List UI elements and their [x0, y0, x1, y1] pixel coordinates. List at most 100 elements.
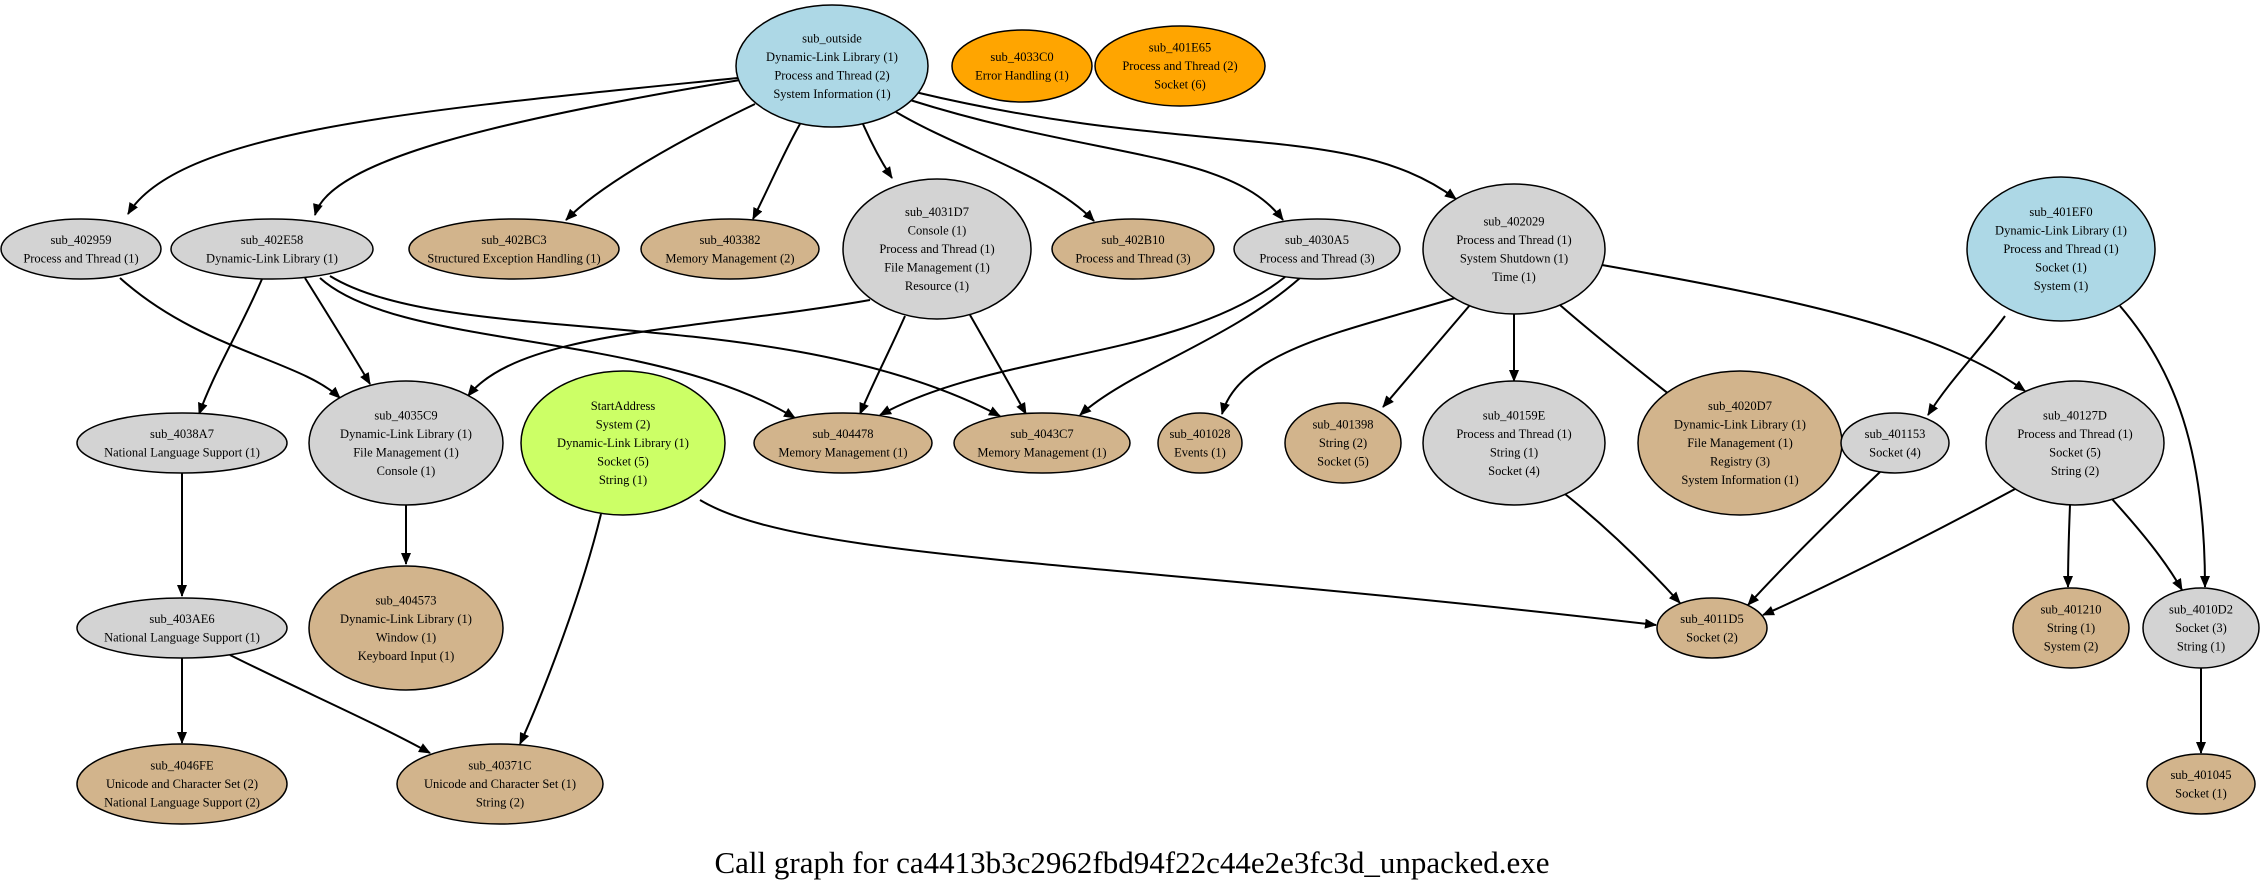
node-name: sub_4046FE — [150, 759, 214, 773]
node-name: sub_402B10 — [1101, 233, 1164, 247]
node-api-category: Dynamic-Link Library (1) — [1674, 418, 1806, 432]
edge-sub_4030A5-to-sub_404478 — [879, 276, 1286, 416]
edge-sub_402029-to-sub_401398 — [1382, 304, 1471, 408]
node-api-category: Window (1) — [376, 630, 436, 644]
node-api-category: String (1) — [599, 473, 647, 487]
node-ellipse — [1422, 183, 1606, 315]
node-ellipse — [1422, 380, 1606, 506]
node-api-category: Memory Management (1) — [977, 445, 1106, 459]
node-name: sub_401E65 — [1149, 41, 1212, 55]
node-api-category: Socket (6) — [1154, 78, 1206, 92]
node-name: sub_403AE6 — [149, 612, 214, 626]
node-ellipse — [953, 412, 1131, 474]
node-api-category: Structured Exception Handling (1) — [427, 251, 600, 265]
node-name: sub_40371C — [468, 759, 531, 773]
node-api-category: Dynamic-Link Library (1) — [340, 427, 472, 441]
edge-sub_outside-to-sub_4030A5 — [909, 99, 1284, 221]
node-api-category: Events (1) — [1174, 445, 1226, 459]
edge-sub_4030A5-to-sub_4043C7 — [1079, 277, 1301, 416]
node-api-category: Socket (2) — [1686, 630, 1738, 644]
node-api-category: Memory Management (2) — [665, 251, 794, 265]
edge-sub_401153-to-sub_4011D5 — [1747, 471, 1881, 606]
node-ellipse — [76, 597, 288, 659]
edge-sub_401EF0-to-sub_401153 — [1927, 315, 2006, 416]
node-ellipse — [76, 743, 288, 825]
node-name: sub_4035C9 — [374, 408, 437, 422]
node-api-category: String (1) — [1490, 445, 1538, 459]
node-name: sub_401028 — [1169, 427, 1230, 441]
node-api-category: String (1) — [2047, 621, 2095, 635]
node-api-category: File Management (1) — [353, 445, 459, 459]
node-name: sub_401398 — [1312, 418, 1373, 432]
node-name: sub_403382 — [699, 233, 760, 247]
node-ellipse — [1656, 597, 1768, 659]
node-ellipse — [2142, 587, 2260, 669]
edge-sub_outside-to-sub_403382 — [752, 123, 801, 220]
edge-sub_403AE6-to-sub_40371C — [229, 654, 431, 754]
node-api-category: Resource (1) — [905, 279, 969, 293]
node-api-category: Socket (5) — [597, 455, 649, 469]
node-name: sub_4010D2 — [2169, 603, 2233, 617]
node-ellipse — [76, 412, 288, 474]
node-name: sub_401153 — [1865, 427, 1926, 441]
node-name: sub_40127D — [2043, 408, 2107, 422]
edge-sub_402E58-to-sub_4043C7 — [329, 275, 1001, 417]
node-api-category: Process and Thread (3) — [1259, 251, 1374, 265]
node-ellipse — [1233, 218, 1401, 280]
edge-sub_402029-to-sub_401028 — [1220, 297, 1456, 415]
node-api-category: Socket (1) — [2175, 786, 2227, 800]
node-api-category: Dynamic-Link Library (1) — [557, 436, 689, 450]
node-api-category: Error Handling (1) — [975, 68, 1069, 82]
edge-sub_40159E-to-sub_4011D5 — [1564, 493, 1681, 604]
edge-sub_4031D7-to-sub_404478 — [859, 315, 906, 415]
node-ellipse — [1840, 412, 1950, 474]
node-name: sub_4030A5 — [1285, 233, 1349, 247]
node-api-category: Keyboard Input (1) — [358, 649, 455, 663]
node-ellipse — [308, 565, 504, 691]
edge-sub_402029-to-sub_40127D — [1601, 264, 2026, 392]
node-api-category: Unicode and Character Set (2) — [106, 777, 258, 791]
node-api-category: Socket (4) — [1869, 445, 1921, 459]
edge-StartAddress-to-sub_40371C — [519, 513, 602, 745]
edge-sub_outside-to-sub_4031D7 — [862, 123, 893, 179]
node-api-category: Dynamic-Link Library (1) — [340, 612, 472, 626]
node-ellipse — [308, 380, 504, 506]
node-ellipse — [753, 412, 933, 474]
node-api-category: Process and Thread (1) — [1456, 427, 1571, 441]
node-ellipse — [640, 218, 820, 280]
node-api-category: Memory Management (1) — [778, 445, 907, 459]
node-ellipse — [408, 218, 620, 280]
edge-sub_40127D-to-sub_4010D2 — [2111, 498, 2183, 591]
node-name: sub_4031D7 — [905, 205, 969, 219]
node-ellipse — [735, 4, 929, 128]
node-api-category: Process and Thread (1) — [2017, 427, 2132, 441]
edge-sub_402029-to-sub_4020D7 — [1559, 304, 1681, 404]
graph-title: Call graph for ca4413b3c2962fbd94f22c44e… — [715, 845, 1550, 880]
node-name: sub_4043C7 — [1010, 427, 1073, 441]
node-api-category: Dynamic-Link Library (1) — [766, 50, 898, 64]
node-name: sub_404478 — [812, 427, 873, 441]
